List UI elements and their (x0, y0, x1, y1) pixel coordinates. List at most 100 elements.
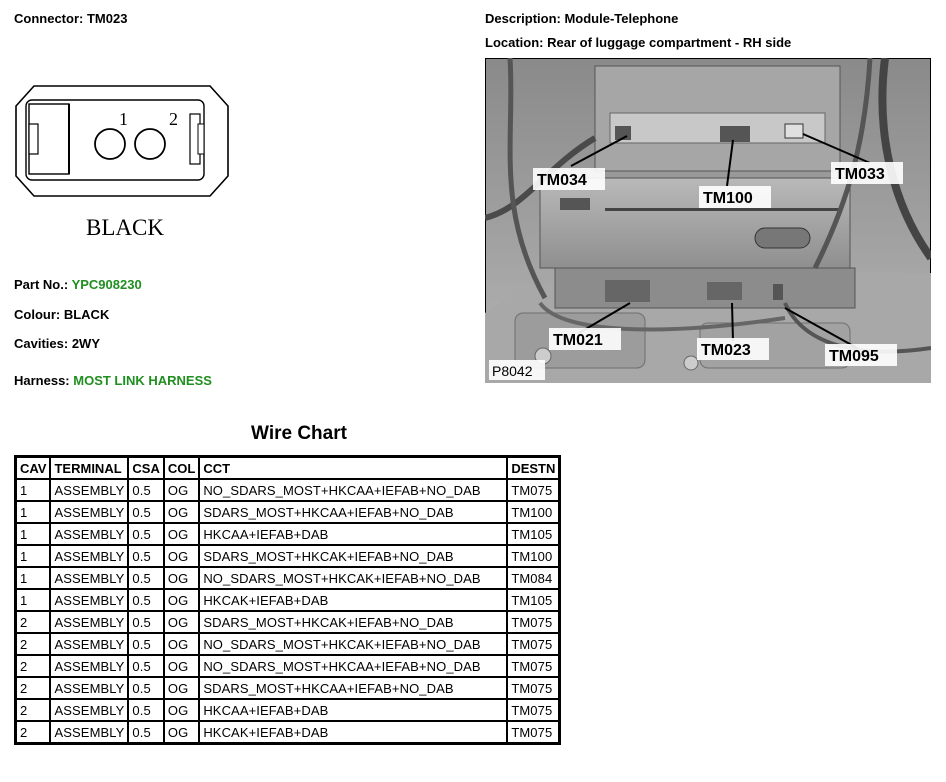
cell-terminal: ASSEMBLY (49, 698, 130, 722)
cell-destn: TM105 (506, 522, 561, 546)
cell-destn: TM075 (506, 478, 561, 502)
description-value: Module-Telephone (564, 11, 679, 26)
connector-value: TM023 (86, 11, 128, 26)
cell-csa: 0.5 (127, 544, 165, 568)
cell-cct: HKCAK+IEFAB+DAB (198, 720, 509, 745)
cell-cav: 2 (14, 610, 52, 634)
cell-csa: 0.5 (127, 478, 165, 502)
cell-cav: 1 (14, 566, 52, 590)
cell-csa: 0.5 (127, 610, 165, 634)
description-label: Description: (485, 11, 561, 26)
cell-col: OG (162, 544, 201, 568)
cell-col: OG (162, 720, 201, 745)
location-value: Rear of luggage compartment - RH side (547, 35, 792, 50)
cell-col: OG (162, 522, 201, 546)
header-col: COL (162, 455, 201, 480)
cell-cct: NO_SDARS_MOST+HKCAA+IEFAB+NO_DAB (198, 654, 509, 678)
cell-destn: TM075 (506, 632, 561, 656)
cell-csa: 0.5 (127, 588, 165, 612)
cell-cav: 2 (14, 654, 52, 678)
cell-terminal: ASSEMBLY (49, 522, 130, 546)
cell-cct: NO_SDARS_MOST+HKCAK+IEFAB+NO_DAB (198, 632, 509, 656)
connector-colour-label: BLACK (86, 215, 164, 240)
cell-cav: 1 (14, 522, 52, 546)
photo-reference: P8042 (492, 363, 533, 379)
part-no-label: Part No.: (14, 277, 69, 292)
cell-terminal: ASSEMBLY (49, 588, 130, 612)
cell-destn: TM100 (506, 544, 561, 568)
cell-cct: HKCAK+IEFAB+DAB (198, 588, 509, 612)
cell-col: OG (162, 478, 201, 502)
cell-cct: NO_SDARS_MOST+HKCAA+IEFAB+NO_DAB (198, 478, 509, 502)
cell-cct: SDARS_MOST+HKCAA+IEFAB+NO_DAB (198, 500, 509, 524)
cell-cct: SDARS_MOST+HKCAA+IEFAB+NO_DAB (198, 676, 509, 700)
cell-terminal: ASSEMBLY (49, 632, 130, 656)
cell-terminal: ASSEMBLY (49, 720, 130, 745)
connector-label: Connector: (14, 11, 84, 26)
callout-tm021: TM021 (553, 332, 603, 349)
cell-destn: TM105 (506, 588, 561, 612)
cell-csa: 0.5 (127, 698, 165, 722)
callout-tm033: TM033 (835, 166, 885, 183)
connector-line: Connector: TM023 (14, 11, 127, 26)
cell-csa: 0.5 (127, 522, 165, 546)
cell-destn: TM075 (506, 610, 561, 634)
wire-chart-header-row: CAV TERMINAL CSA COL CCT DESTN (14, 455, 561, 480)
callout-tm023: TM023 (701, 342, 751, 359)
description-line: Description: Module-Telephone (485, 11, 678, 26)
cell-col: OG (162, 698, 201, 722)
cell-destn: TM075 (506, 654, 561, 678)
wire-chart-title: Wire Chart (251, 423, 347, 444)
cell-destn: TM075 (506, 676, 561, 700)
cavities-line: Cavities: 2WY (14, 336, 100, 351)
pin-2-label: 2 (169, 109, 178, 129)
cell-cav: 2 (14, 720, 52, 745)
part-no-line: Part No.: YPC908230 (14, 277, 142, 292)
cell-terminal: ASSEMBLY (49, 654, 130, 678)
cavities-label: Cavities: (14, 336, 69, 351)
location-line: Location: Rear of luggage compartment - … (485, 35, 791, 50)
cell-destn: TM084 (506, 566, 561, 590)
location-label: Location: (485, 35, 544, 50)
harness-line: Harness: MOST LINK HARNESS (14, 373, 212, 388)
header-terminal: TERMINAL (49, 455, 130, 480)
cell-cav: 2 (14, 632, 52, 656)
cell-col: OG (162, 676, 201, 700)
cell-csa: 0.5 (127, 720, 165, 745)
cell-csa: 0.5 (127, 632, 165, 656)
cell-cct: HKCAA+IEFAB+DAB (198, 698, 509, 722)
pin-1-label: 1 (119, 109, 128, 129)
cell-cav: 1 (14, 588, 52, 612)
cell-cav: 1 (14, 478, 52, 502)
cell-terminal: ASSEMBLY (49, 610, 130, 634)
colour-label: Colour: (14, 307, 61, 322)
cell-terminal: ASSEMBLY (49, 676, 130, 700)
cell-col: OG (162, 566, 201, 590)
colour-value: BLACK (63, 307, 110, 322)
cell-csa: 0.5 (127, 654, 165, 678)
cell-terminal: ASSEMBLY (49, 566, 130, 590)
colour-line: Colour: BLACK (14, 307, 109, 322)
harness-link[interactable]: MOST LINK HARNESS (73, 373, 212, 388)
header-cct: CCT (198, 455, 509, 480)
part-no-link[interactable]: YPC908230 (71, 277, 142, 292)
cell-destn: TM100 (506, 500, 561, 524)
cell-cav: 1 (14, 544, 52, 568)
cell-cav: 1 (14, 500, 52, 524)
cell-cct: HKCAA+IEFAB+DAB (198, 522, 509, 546)
connector-face-diagram: 1 2 BLACK (15, 85, 229, 240)
cell-csa: 0.5 (127, 566, 165, 590)
callout-tm100: TM100 (703, 190, 753, 207)
